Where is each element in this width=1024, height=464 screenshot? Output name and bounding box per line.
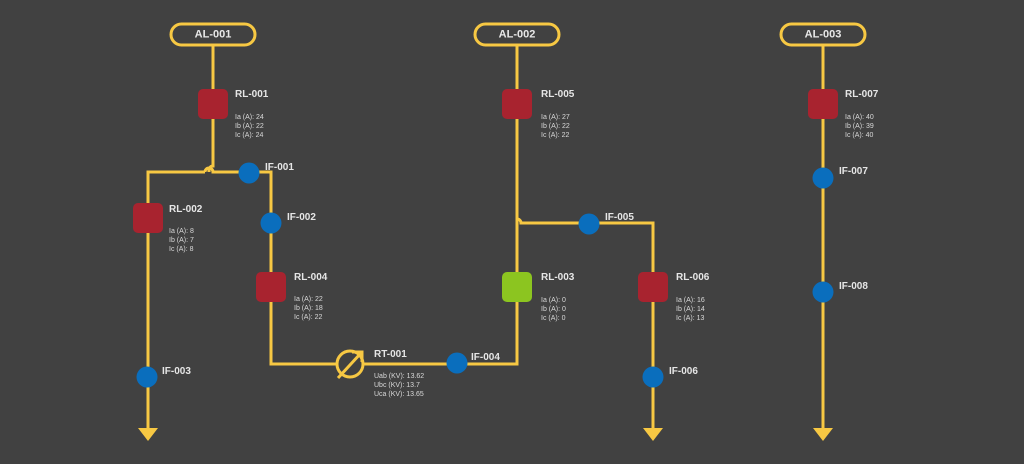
fault-indicator-if-005[interactable]: IF-005 <box>578 212 635 235</box>
relay-icon[interactable] <box>133 203 163 233</box>
relay-measurement-ib: Ib (A): 22 <box>235 123 264 130</box>
fault-indicator-if-004[interactable]: IF-004 <box>446 352 501 374</box>
relay-label: RL-002 <box>169 204 203 215</box>
wire-al002-junction <box>516 217 655 428</box>
fault-indicator-label: IF-004 <box>471 352 500 363</box>
relay-measurement-ib: Ib (A): 39 <box>845 123 874 130</box>
arrow-down-icon <box>643 428 663 441</box>
relay-measurement-ib: Ib (A): 0 <box>541 306 566 313</box>
relay-label: RL-005 <box>541 89 575 100</box>
feeder-label: AL-001 <box>195 29 232 41</box>
relay-measurement-ia: Ia (A): 27 <box>541 114 570 121</box>
feeder-pill[interactable] <box>779 22 867 47</box>
relay-icon[interactable] <box>502 89 532 119</box>
regulator-label: RT-001 <box>374 349 407 360</box>
fault-indicator-label: IF-003 <box>162 366 191 377</box>
regulator-rt-001[interactable]: RT-001 Uab (KV): 13.62 Ubc (KV): 13.7 Uc… <box>335 349 424 398</box>
relay-measurement-ic: Ic (A): 40 <box>845 132 874 139</box>
regulator-measurement-ubc: Ubc (KV): 13.7 <box>374 382 420 389</box>
regulator-measurement-uab: Uab (KV): 13.62 <box>374 373 424 380</box>
relay-measurement-ib: Ib (A): 14 <box>676 306 705 313</box>
fault-indicator-icon[interactable] <box>812 281 834 303</box>
wire-al001-junction-left <box>146 170 205 428</box>
fault-indicator-label: IF-001 <box>265 162 294 173</box>
feeder-al-003[interactable]: AL-003 <box>779 22 867 47</box>
relay-icon[interactable] <box>256 272 286 302</box>
relay-rl-003[interactable]: RL-003 Ia (A): 0 Ib (A): 0 Ic (A): 0 <box>502 272 575 322</box>
relay-label: RL-004 <box>294 272 328 283</box>
fault-indicator-icon[interactable] <box>260 212 282 234</box>
wire-al001-junction-right <box>203 166 519 366</box>
relay-rl-004[interactable]: RL-004 Ia (A): 22 Ib (A): 18 Ic (A): 22 <box>256 272 328 321</box>
fault-indicator-if-008[interactable]: IF-008 <box>812 281 869 303</box>
fault-indicator-label: IF-005 <box>605 212 634 223</box>
fault-indicator-label: IF-007 <box>839 166 868 177</box>
relay-measurement-ia: Ia (A): 22 <box>294 296 323 303</box>
relay-rl-001[interactable]: RL-001 Ia (A): 24 Ib (A): 22 Ic (A): 24 <box>198 89 269 139</box>
fault-indicator-icon[interactable] <box>238 162 260 184</box>
relay-measurement-ia: Ia (A): 0 <box>541 297 566 304</box>
relay-measurement-ia: Ia (A): 24 <box>235 114 264 121</box>
fault-indicator-if-003[interactable]: IF-003 <box>136 366 192 388</box>
relay-rl-002[interactable]: RL-002 Ia (A): 8 Ib (A): 7 Ic (A): 8 <box>133 203 203 253</box>
regulator-measurement-uca: Uca (KV): 13.65 <box>374 391 424 398</box>
fault-indicator-icon[interactable] <box>812 167 834 189</box>
voltage-regulator-icon[interactable] <box>335 349 365 380</box>
relay-measurement-ia: Ia (A): 16 <box>676 297 705 304</box>
relay-measurement-ic: Ic (A): 24 <box>235 132 264 139</box>
feeder-pill[interactable] <box>169 22 257 47</box>
feeder-pill[interactable] <box>473 22 561 47</box>
relay-rl-005[interactable]: RL-005 Ia (A): 27 Ib (A): 22 Ic (A): 22 <box>502 89 575 139</box>
relay-measurement-ic: Ic (A): 0 <box>541 315 566 322</box>
relay-icon[interactable] <box>808 89 838 119</box>
fault-indicator-label: IF-008 <box>839 281 868 292</box>
relay-measurement-ic: Ic (A): 22 <box>294 314 323 321</box>
feeder-al-002[interactable]: AL-002 <box>473 22 561 47</box>
arrow-down-icon <box>138 428 158 441</box>
fault-indicator-if-006[interactable]: IF-006 <box>642 366 699 388</box>
fault-indicator-label: IF-006 <box>669 366 698 377</box>
relay-icon[interactable] <box>502 272 532 302</box>
wires <box>146 44 825 428</box>
relay-icon[interactable] <box>198 89 228 119</box>
relay-rl-007[interactable]: RL-007 Ia (A): 40 Ib (A): 39 Ic (A): 40 <box>808 89 879 139</box>
relay-measurement-ib: Ib (A): 22 <box>541 123 570 130</box>
fault-indicator-if-001[interactable]: IF-001 <box>238 162 295 184</box>
relay-label: RL-003 <box>541 272 575 283</box>
fault-indicator-if-002[interactable]: IF-002 <box>260 212 317 234</box>
relay-label: RL-001 <box>235 89 269 100</box>
relay-measurement-ic: Ic (A): 22 <box>541 132 570 139</box>
relay-rl-006[interactable]: RL-006 Ia (A): 16 Ib (A): 14 Ic (A): 13 <box>638 272 710 322</box>
relay-label: RL-007 <box>845 89 879 100</box>
fault-indicator-label: IF-002 <box>287 212 316 223</box>
relay-measurement-ia: Ia (A): 8 <box>169 228 194 235</box>
feeder-al-001[interactable]: AL-001 <box>169 22 257 47</box>
relay-measurement-ib: Ib (A): 7 <box>169 237 194 244</box>
relay-measurement-ia: Ia (A): 40 <box>845 114 874 121</box>
relay-label: RL-006 <box>676 272 710 283</box>
fault-indicator-icon[interactable] <box>578 213 600 235</box>
relay-measurement-ib: Ib (A): 18 <box>294 305 323 312</box>
relay-measurement-ic: Ic (A): 8 <box>169 246 194 253</box>
arrow-down-icon <box>813 428 833 441</box>
relay-icon[interactable] <box>638 272 668 302</box>
fault-indicator-if-007[interactable]: IF-007 <box>812 166 869 189</box>
feeder-label: AL-002 <box>499 29 536 41</box>
fault-indicator-icon[interactable] <box>446 352 468 374</box>
fault-indicator-icon[interactable] <box>136 366 158 388</box>
fault-indicator-icon[interactable] <box>642 366 664 388</box>
feeder-label: AL-003 <box>805 29 842 41</box>
relay-measurement-ic: Ic (A): 13 <box>676 315 705 322</box>
